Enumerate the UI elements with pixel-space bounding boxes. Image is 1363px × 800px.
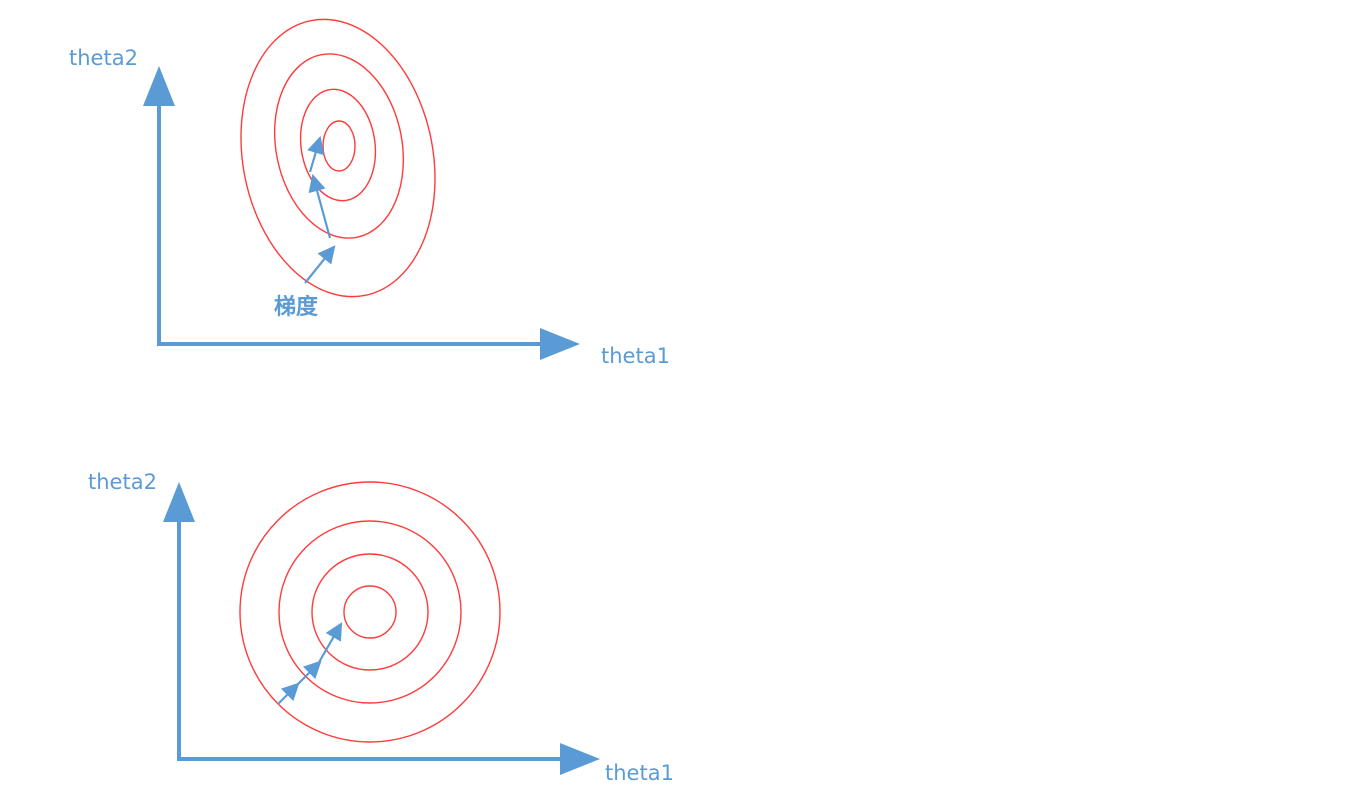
top-contour-outer	[240, 18, 436, 298]
bottom-descent-step-1	[277, 682, 300, 705]
top-y-axis-label: theta2	[69, 46, 138, 70]
top-contour-inner	[322, 120, 356, 172]
top-contours	[240, 18, 436, 298]
bottom-descent-step-3	[317, 622, 343, 665]
top-diagram: theta2 theta1 梯度	[69, 18, 670, 368]
bottom-contour-3	[311, 553, 429, 671]
top-contour-2	[273, 53, 405, 239]
bottom-x-axis-label: theta1	[605, 761, 674, 785]
bottom-diagram: theta2 theta1	[88, 470, 674, 785]
gradient-label: 梯度	[274, 294, 319, 320]
bottom-y-axis-label: theta2	[88, 470, 157, 494]
descent-step-1	[308, 173, 332, 239]
bottom-contour-2	[278, 520, 462, 704]
gradient-arrow	[304, 245, 336, 284]
top-x-axis-label: theta1	[601, 344, 670, 368]
top-gradient-path	[304, 135, 336, 284]
bottom-contour-outer	[239, 481, 501, 743]
descent-step-2	[307, 135, 325, 173]
bottom-gradient-path	[277, 622, 343, 705]
top-contour-3	[299, 88, 377, 202]
bottom-contour-inner	[343, 585, 397, 639]
bottom-contours	[239, 481, 501, 743]
bottom-descent-step-2	[295, 660, 322, 687]
